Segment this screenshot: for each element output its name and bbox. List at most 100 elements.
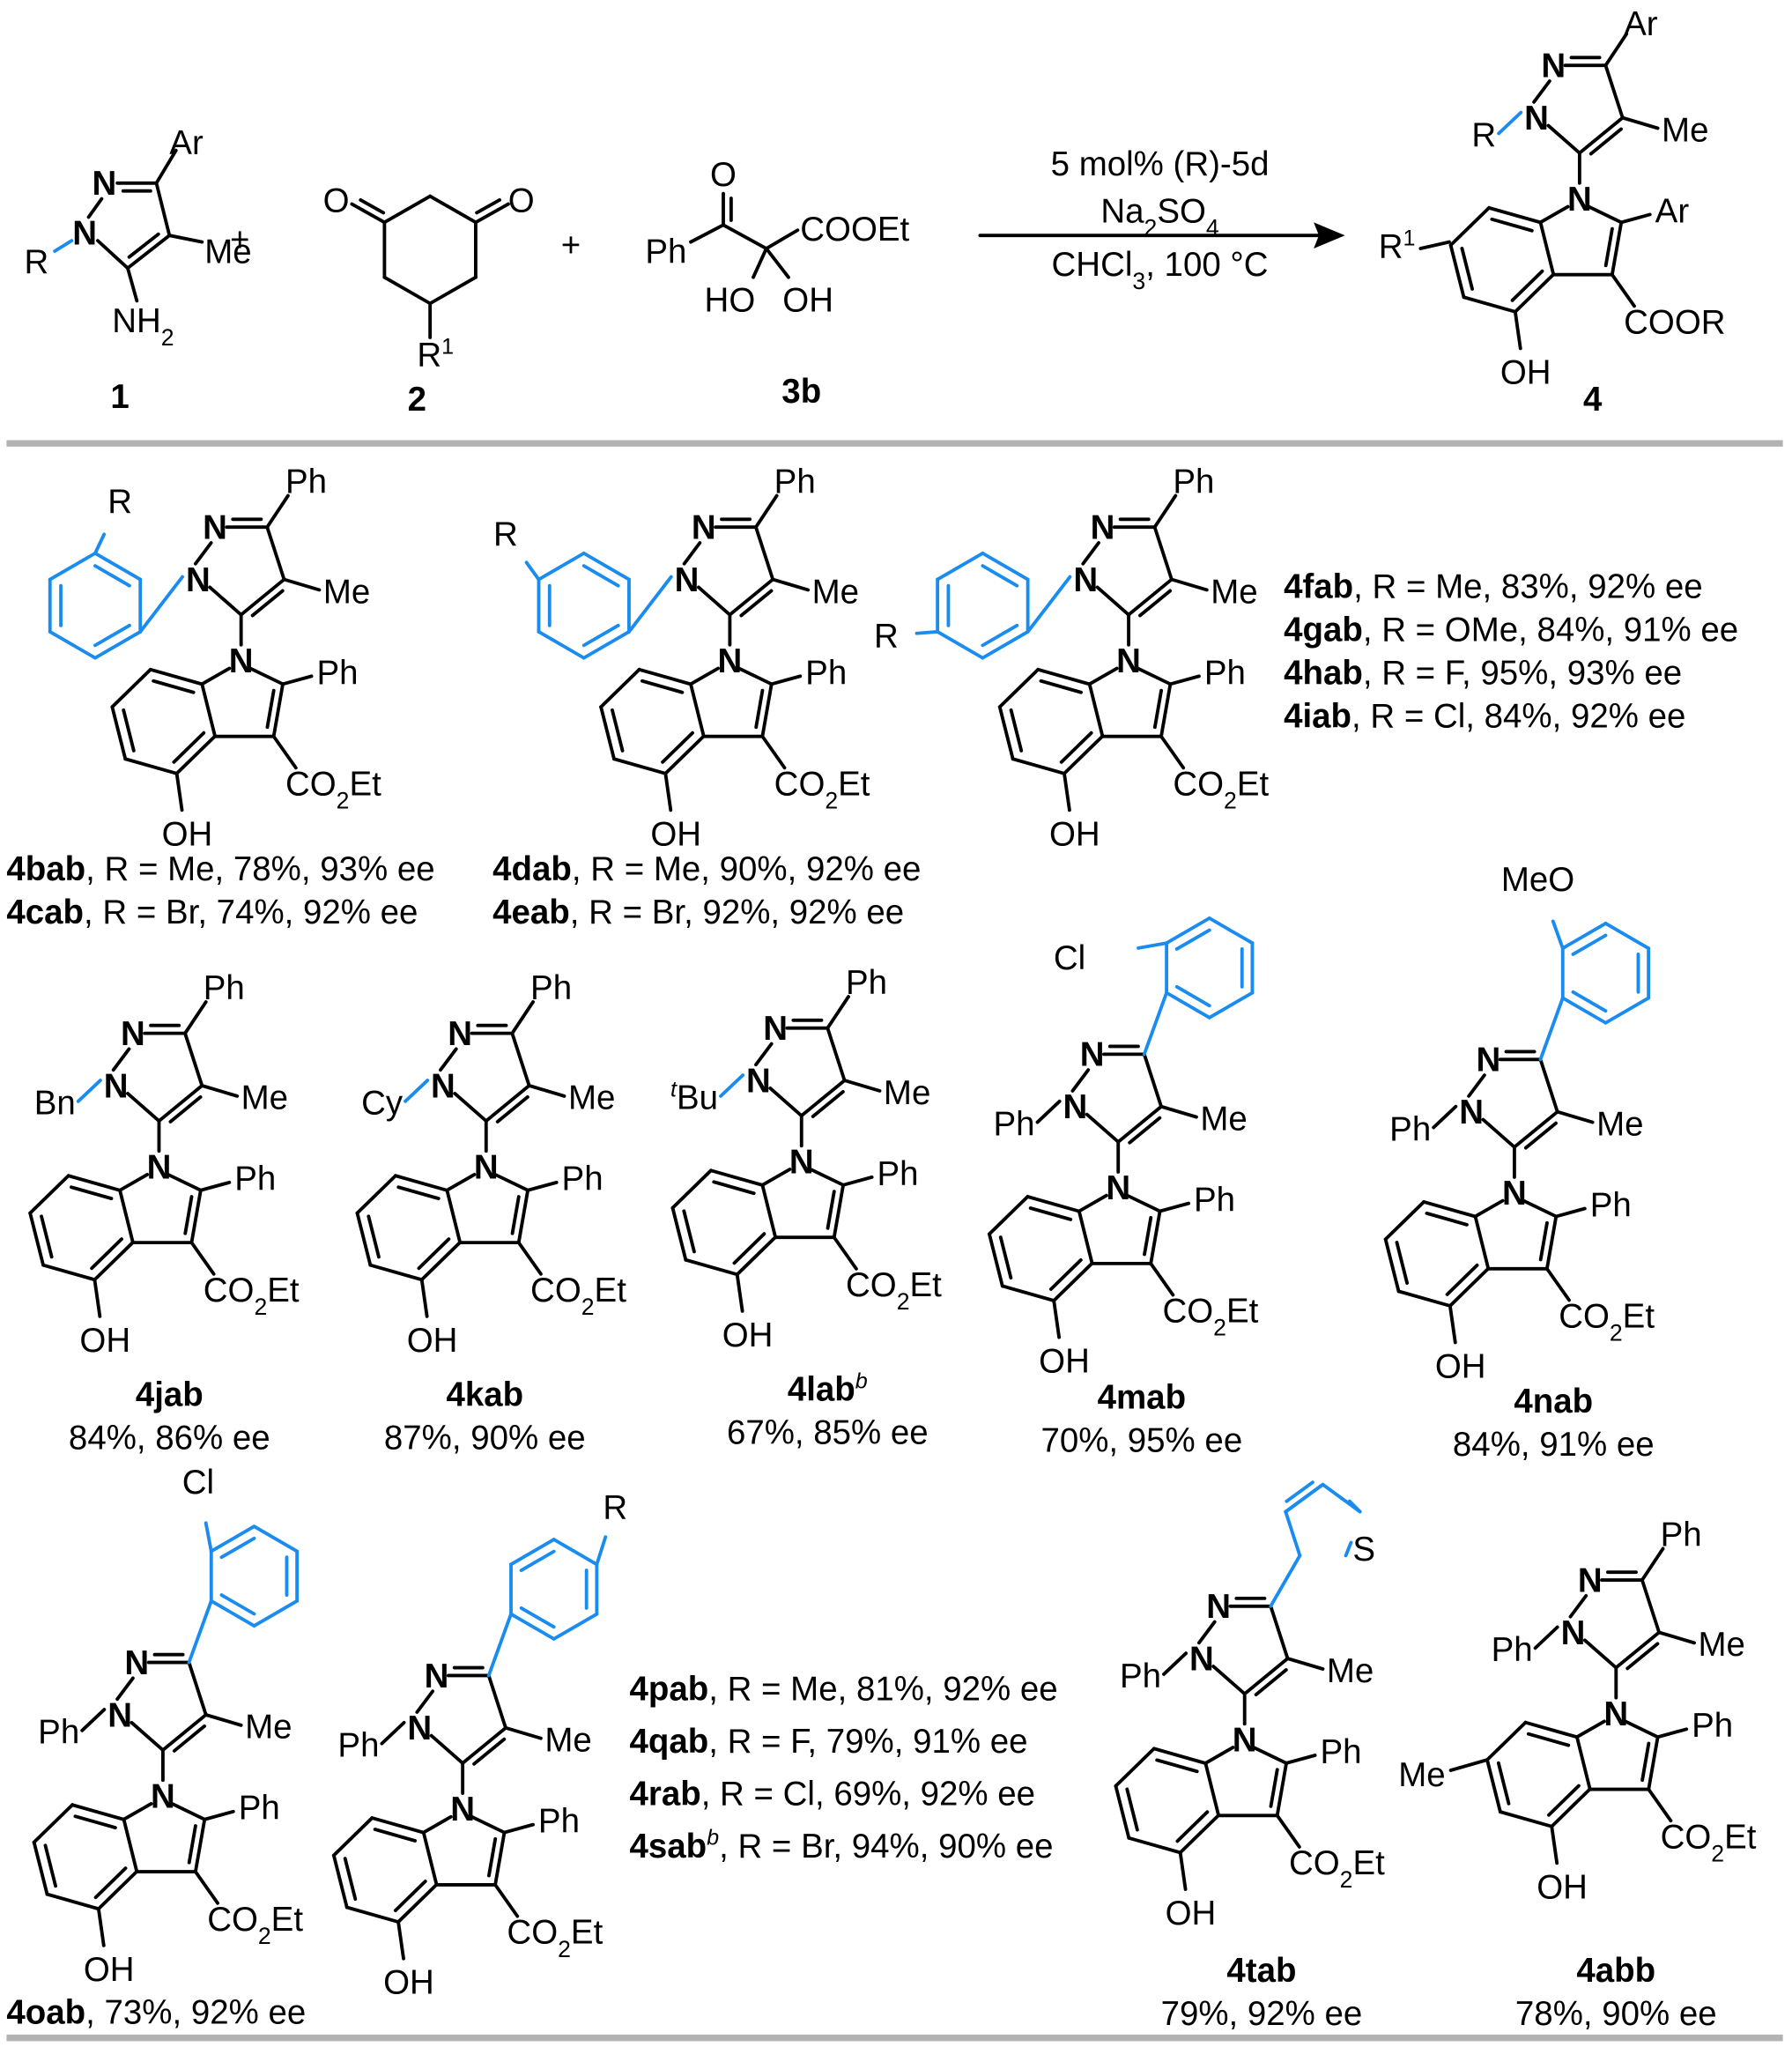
phenyl-label: Ph [562, 1161, 604, 1198]
double-bond-line [811, 1090, 845, 1118]
amine-label: NH2 [112, 302, 174, 351]
plus-sign: + [230, 221, 249, 259]
bond [1081, 541, 1100, 566]
bond [380, 1720, 406, 1746]
bond [510, 1031, 531, 1087]
double-bond-line [40, 1214, 54, 1259]
sulfur-label: S [1352, 1531, 1375, 1569]
bond [1114, 1784, 1131, 1840]
double-bond-line [495, 1094, 529, 1124]
bond [1574, 1735, 1592, 1791]
bond [1269, 1554, 1302, 1608]
double-bond-line [1625, 1642, 1660, 1671]
yield-ee: , R = F, 95%, 93% ee [1363, 654, 1682, 692]
aryl-label: Ar [169, 124, 204, 162]
double-bond-line [93, 1866, 128, 1900]
bond [663, 734, 706, 775]
double-bond-line [1571, 933, 1608, 956]
yield-ee: , R = Cl, 84%, 92% ee [1351, 697, 1685, 735]
double-bond-line [122, 708, 136, 753]
bond [842, 1079, 882, 1093]
double-bond-line [1152, 688, 1164, 730]
double-bond-line [417, 1237, 451, 1271]
bond [415, 1689, 435, 1714]
compound-id-text: 4lab [788, 1371, 855, 1409]
bond [157, 1084, 204, 1124]
bond [1647, 1787, 1673, 1823]
phenyl-label: Ph [1590, 1186, 1632, 1224]
yield-ee: , R = Me, 81%, 92% ee [708, 1671, 1057, 1709]
ester-label: CO2Et [1559, 1298, 1655, 1346]
n-substituent-text: Ph [993, 1105, 1034, 1143]
additive-condition: Na2SO4 [1100, 192, 1219, 241]
compound-id-text: 4mab [1098, 1379, 1186, 1417]
bond [41, 1263, 97, 1282]
n-substituent-label: R [1471, 116, 1496, 154]
compound-id: 4hab [1284, 654, 1363, 692]
hydroxy-label: OH [84, 1951, 135, 1989]
bond [1347, 1499, 1362, 1514]
phenyl-label: Ph [877, 1155, 919, 1193]
bond [936, 551, 985, 582]
bond [148, 667, 204, 686]
solvent-condition: CHCl3, 100 °C [1052, 246, 1269, 294]
r1-label: R1 [417, 335, 454, 375]
bond [1169, 577, 1209, 592]
bond [728, 577, 775, 617]
bond [174, 734, 218, 775]
double-bond-line [754, 688, 765, 730]
bond [1142, 1052, 1163, 1109]
bond [1544, 1266, 1571, 1302]
n-substituent-label: Ph [993, 1105, 1034, 1143]
bond [183, 1000, 208, 1035]
bond [1418, 240, 1451, 250]
bond [122, 1801, 153, 1821]
methyl-label: Me [204, 233, 251, 271]
yield-ee: , 73%, 92% ee [85, 1993, 306, 2031]
nitrogen-label: N [718, 642, 743, 680]
compound-id: 4sab [629, 1828, 707, 1865]
bond [684, 1257, 739, 1277]
compound-id: 4iab [1284, 697, 1351, 735]
double-bond-line [343, 1857, 358, 1902]
bond [1087, 682, 1105, 738]
bond [1523, 1720, 1579, 1739]
double-bond-line [1138, 589, 1173, 618]
methyl-label: Me [544, 1721, 591, 1759]
double-bond-line [1009, 708, 1024, 753]
yield-ee: 79%, 92% ee [1161, 1995, 1363, 2033]
bond [208, 585, 243, 617]
bond [355, 1174, 397, 1215]
bond [167, 234, 204, 244]
bond [832, 1183, 846, 1240]
bond [799, 1079, 847, 1118]
ester-label: CO2Et [1163, 1293, 1259, 1341]
bond [1603, 32, 1629, 68]
compound-entry: 4bab, R = Me, 78%, 93% ee [6, 850, 434, 888]
r1-label: Me [1398, 1756, 1445, 1794]
bond [682, 541, 702, 566]
compound-id: 4mab [1098, 1379, 1186, 1417]
methyl-label: Me [241, 1079, 288, 1117]
phenyl-label: Ph [234, 1161, 276, 1198]
compound-entry: 4dab, R = Me, 90%, 92% ee [492, 850, 921, 888]
bond [368, 1263, 424, 1282]
compound-id: 4nab [1514, 1383, 1593, 1420]
double-bond-line [712, 1180, 756, 1196]
bond [461, 1725, 507, 1765]
bond [516, 1241, 543, 1276]
phenyl-label: Ph [239, 1790, 280, 1828]
bond [595, 1535, 608, 1567]
bond [670, 1168, 713, 1210]
bond [271, 734, 298, 770]
bond [527, 1084, 566, 1098]
bond [200, 1084, 240, 1098]
nitrogen-label: N [1189, 1640, 1214, 1678]
bond [32, 1803, 75, 1844]
bond [1546, 123, 1581, 155]
methyl-label: Me [1662, 111, 1708, 149]
